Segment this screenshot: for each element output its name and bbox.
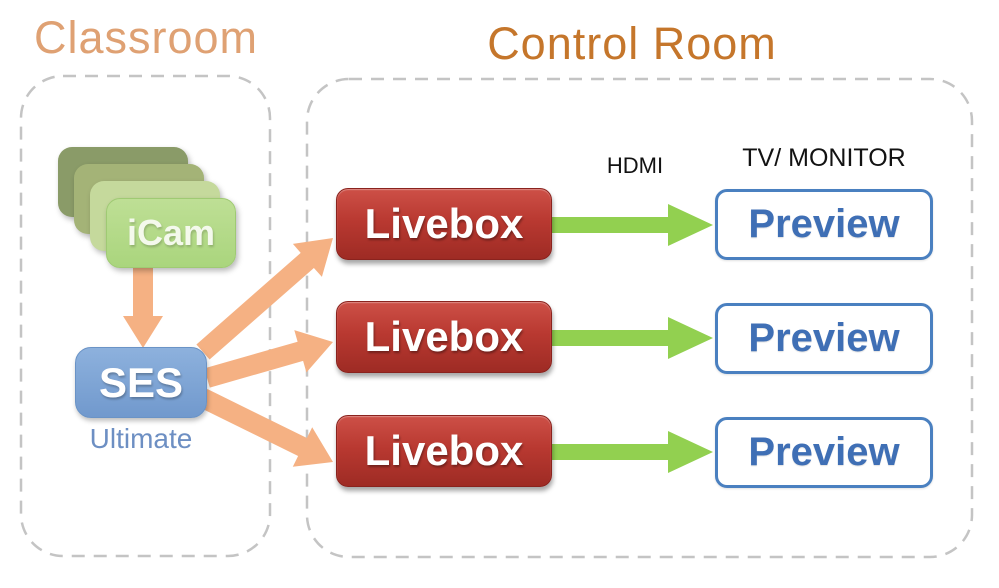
icam-node: iCam [106,198,236,268]
livebox-node-2-label: Livebox [364,313,524,360]
ses-ultimate-sublabel: Ultimate [89,423,193,454]
livebox-3-to-preview-hdmi-arrow-icon [552,431,713,473]
livebox-2-to-preview-hdmi-arrow-icon [552,317,713,359]
hdmi-wire-label: HDMI [606,153,664,178]
ses-node: SES [75,347,207,418]
livebox-node-1-label: Livebox [364,200,524,247]
ses-node-label: SES [98,358,184,406]
icam-to-ses-arrow-icon [123,268,163,348]
preview-monitor-node-1: Preview [715,189,933,260]
preview-monitor-node-3-label: Preview [748,430,900,474]
livebox-1-to-preview-hdmi-arrow-icon [552,204,713,246]
control-room-dashed-container [305,77,974,559]
classroom-dashed-container [19,74,272,558]
preview-monitor-node-3: Preview [715,417,933,488]
livebox-node-3-label: Livebox [364,427,524,474]
livebox-node-1: Livebox [336,188,552,260]
control-room-zone-title: Control Room [487,18,777,69]
ses-to-livebox-1-arrow-icon [196,238,333,360]
preview-monitor-node-2-label: Preview [748,316,900,360]
classroom-zone-title: Classroom [33,12,259,63]
livebox-node-2: Livebox [336,301,552,373]
livebox-node-3: Livebox [336,415,552,487]
ses-to-livebox-3-arrow-icon [198,389,333,467]
preview-monitor-node-2: Preview [715,303,933,374]
preview-monitor-node-1-label: Preview [748,202,900,246]
tv-monitor-label: TV/ MONITOR [742,144,906,172]
icam-node-label: iCam [126,212,216,253]
ses-to-livebox-2-arrow-icon [204,330,333,388]
